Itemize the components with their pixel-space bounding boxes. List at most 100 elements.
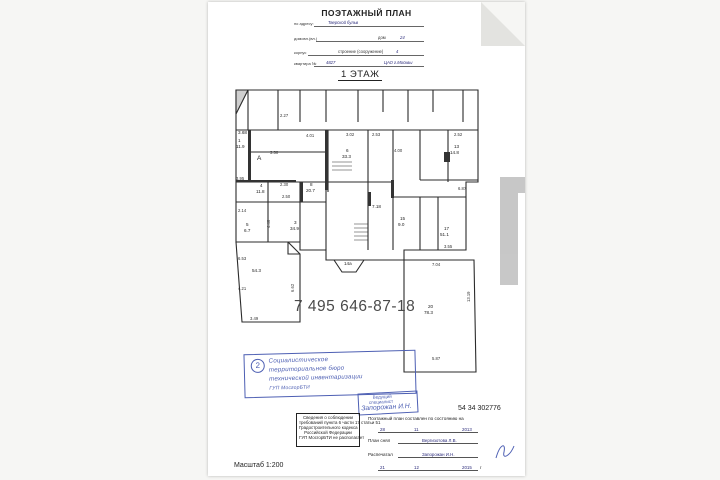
annex-right — [403, 259, 477, 373]
svg-text:2.27: 2.27 — [280, 113, 289, 118]
info-line: требований пункта 6 части 17 статьи 51 — [299, 420, 381, 426]
address-line — [314, 26, 424, 27]
svg-text:34.9: 34.9 — [290, 226, 299, 231]
svg-text:17: 17 — [444, 226, 450, 231]
svg-text:2.53: 2.53 — [372, 132, 381, 137]
svg-text:78.3: 78.3 — [424, 310, 433, 315]
executive-stamp: Ведущий специалист Запорожан И.Н. — [357, 390, 419, 416]
svg-text:3.95: 3.95 — [236, 176, 245, 181]
sign-line — [398, 457, 478, 458]
kvartira-value: 4827 — [326, 60, 336, 65]
address-label: по адресу: — [294, 21, 314, 26]
svg-text:9.0: 9.0 — [398, 222, 405, 227]
stroenie-label: строение (сооружение) — [338, 49, 384, 54]
svg-text:6.62: 6.62 — [290, 283, 295, 292]
scale-label: Масштаб 1:200 — [234, 462, 284, 469]
dom-label: дом — [378, 35, 386, 40]
svg-text:2.52: 2.52 — [454, 132, 463, 137]
sign-line — [398, 443, 478, 444]
kvartira-label: квартира № — [294, 61, 317, 66]
date2-month: 12 — [414, 465, 419, 470]
kvartira-line — [314, 66, 424, 67]
svg-text:6.7: 6.7 — [244, 228, 251, 233]
info-line: ГУП МосгорБТИ не располагает — [299, 435, 365, 441]
korpus-line — [308, 55, 424, 56]
plan-taken-label: План снял — [368, 438, 391, 443]
floor-plan-drawing: 3.68 1 11.9 A 4 11.8 5 6.7 3 34.9 8 20.7… — [235, 89, 479, 373]
svg-text:7.04: 7.04 — [432, 262, 441, 267]
svg-text:8: 8 — [310, 182, 313, 187]
svg-text:5.87: 5.87 — [432, 356, 441, 361]
svg-text:2.14: 2.14 — [238, 208, 247, 213]
compiled-block: Поэтажный план составлен по состоянию на… — [368, 416, 518, 474]
date1-day: 28 — [380, 427, 385, 432]
stamp-number: 2 — [250, 358, 265, 374]
document-code: 54 34 302776 — [458, 405, 501, 412]
date-line — [378, 432, 478, 433]
plan-taken-by: Вергизотова Л.В. — [422, 438, 457, 443]
date2-year: 2015 — [462, 465, 472, 470]
svg-text:3.02: 3.02 — [346, 132, 355, 137]
stamp-line: Социалистическое — [268, 356, 329, 365]
stamp-line: ГУП МосгорБТИ — [269, 384, 310, 392]
svg-text:11.8: 11.8 — [256, 189, 265, 194]
printed-by: Запорожан И.Н. — [422, 452, 455, 457]
svg-text:7.18: 7.18 — [372, 204, 381, 209]
stamp-line: Запорожан И.Н. — [361, 402, 412, 413]
domovl-line — [316, 41, 424, 42]
svg-text:14а: 14а — [344, 261, 352, 266]
signature-mark — [495, 445, 515, 459]
svg-text:A: A — [257, 155, 262, 162]
svg-text:6.53: 6.53 — [238, 256, 247, 261]
printed-label: Распечатал — [368, 452, 393, 457]
corner-wedge — [235, 89, 249, 115]
svg-text:2.30: 2.30 — [280, 182, 289, 187]
svg-text:3.50: 3.50 — [270, 150, 279, 155]
annex-left — [235, 241, 301, 323]
district-value: ЦАО г.Москвы — [384, 60, 413, 65]
svg-text:3.49: 3.49 — [250, 316, 259, 321]
phone-watermark: 7 495 646-87-18 — [294, 298, 416, 315]
document-title: ПОЭТАЖНЫЙ ПЛАН — [321, 8, 412, 18]
svg-text:4.00: 4.00 — [394, 148, 403, 153]
svg-text:11.9: 11.9 — [236, 144, 245, 149]
svg-text:15: 15 — [400, 216, 406, 221]
svg-text:51.1: 51.1 — [440, 232, 449, 237]
info-line: Российской Федерации — [304, 430, 352, 436]
svg-text:4.01: 4.01 — [306, 133, 315, 138]
floor-label: 1 ЭТАЖ — [338, 69, 383, 81]
svg-text:4.21: 4.21 — [238, 286, 247, 291]
svg-text:14.8: 14.8 — [450, 150, 459, 155]
korpus-label: корпус — [294, 50, 307, 55]
svg-text:13.19: 13.19 — [466, 291, 471, 302]
dim-label: 3.68 — [238, 130, 247, 135]
document-sheet: ПОЭТАЖНЫЙ ПЛАН по адресу: Тверской бульв… — [208, 2, 525, 476]
stamp-line: технической инвентаризации — [269, 373, 363, 383]
svg-text:5: 5 — [246, 222, 249, 227]
address-value: Тверской бульв — [328, 20, 359, 25]
svg-text:33.3: 33.3 — [342, 154, 351, 159]
date1-month: 11 — [414, 427, 419, 432]
info-box: Сведения о соблюдении требований пункта … — [296, 413, 381, 447]
page-fold — [481, 2, 525, 46]
svg-text:20: 20 — [428, 304, 434, 309]
svg-text:4: 4 — [260, 183, 263, 188]
svg-text:2.50: 2.50 — [282, 194, 291, 199]
info-line: Сведения о соблюдении — [302, 415, 354, 420]
svg-text:54.3: 54.3 — [252, 268, 261, 273]
svg-text:6: 6 — [346, 148, 349, 153]
info-line: Градостроительного кодекса — [299, 425, 358, 431]
compiled-title: Поэтажный план составлен по состоянию на — [368, 416, 464, 421]
svg-text:1: 1 — [238, 138, 241, 143]
svg-text:6.87: 6.87 — [458, 186, 467, 191]
date1-year: 2013 — [462, 427, 472, 432]
dom-value: 24 — [400, 35, 405, 40]
svg-text:3.55: 3.55 — [444, 244, 453, 249]
watermark-logo — [500, 177, 525, 285]
date-line — [378, 470, 478, 471]
svg-text:4.46: 4.46 — [266, 219, 271, 228]
stroenie-value: 4 — [396, 49, 399, 54]
domovl-label: домовл.(вл.) — [294, 36, 318, 41]
svg-text:20.7: 20.7 — [306, 188, 315, 193]
year-suffix: г — [480, 465, 482, 470]
